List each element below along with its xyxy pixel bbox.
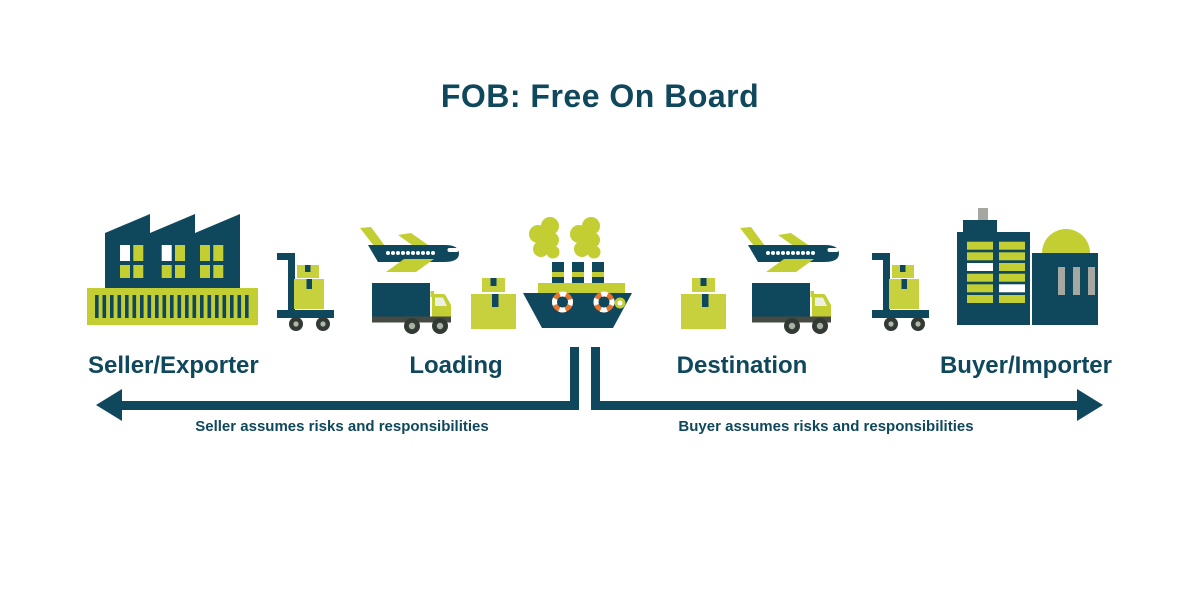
stage-label-destination: Destination xyxy=(676,352,808,379)
seller-risk-caption: Seller assumes risks and responsibilitie… xyxy=(195,418,489,435)
package-boxes-icon xyxy=(471,278,517,329)
hand-truck-icon xyxy=(277,248,337,332)
page-title: FOB: Free On Board xyxy=(440,78,760,114)
seller-risk-divider xyxy=(570,347,579,410)
cargo-ship-icon xyxy=(523,217,632,328)
stage-label-buyer-importer: Buyer/Importer xyxy=(939,352,1112,379)
hand-truck-icon xyxy=(872,248,932,332)
delivery-truck-icon xyxy=(372,283,458,335)
city-building-icon xyxy=(957,208,1098,325)
buyer-risk-arrow-line xyxy=(591,401,1078,410)
stage-label-loading: Loading xyxy=(409,352,503,379)
airplane-icon xyxy=(358,222,463,280)
left-arrowhead-icon xyxy=(96,389,122,421)
right-arrowhead-icon xyxy=(1077,389,1103,421)
buyer-risk-caption: Buyer assumes risks and responsibilities xyxy=(678,418,974,435)
buyer-risk-divider xyxy=(591,347,600,410)
airplane-icon xyxy=(738,222,843,280)
package-boxes-icon xyxy=(681,278,727,329)
factory-icon xyxy=(87,214,258,325)
delivery-truck-icon xyxy=(752,283,838,335)
seller-risk-arrow-line xyxy=(118,401,579,410)
stage-label-seller-exporter: Seller/Exporter xyxy=(88,352,259,379)
